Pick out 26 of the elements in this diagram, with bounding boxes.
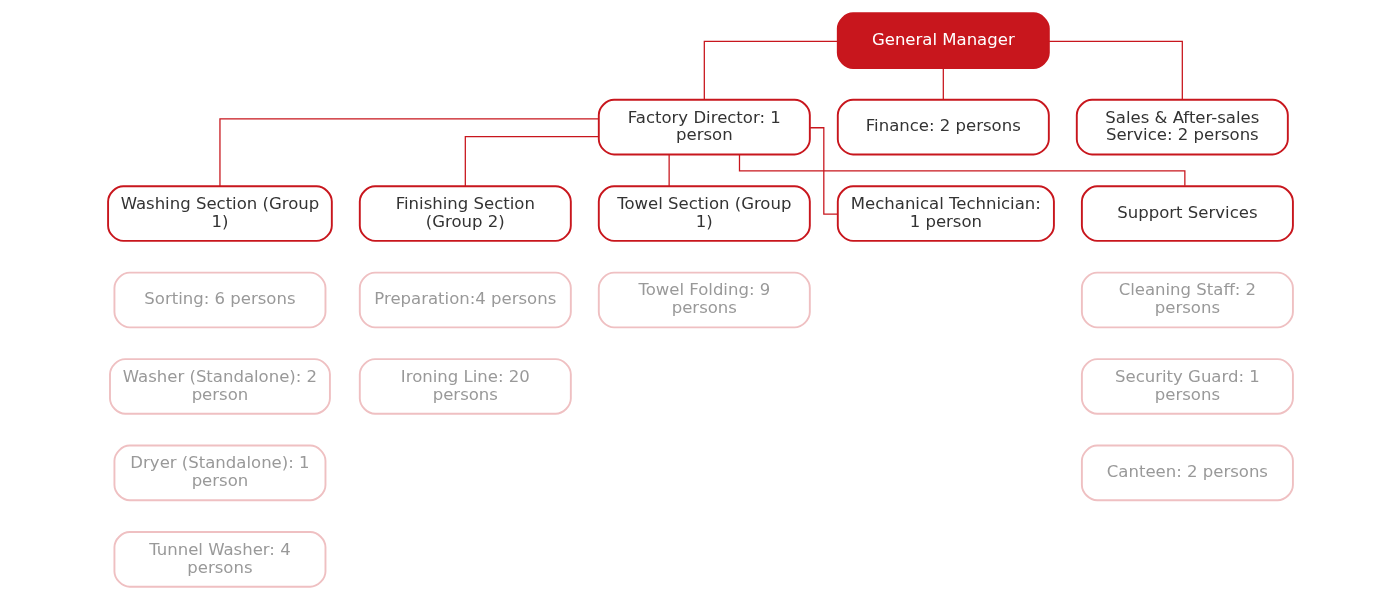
node-box: Mechanical Technician: 1 person <box>836 185 1055 242</box>
node-box: Canteen: 2 persons <box>1080 444 1294 502</box>
node-box: Security Guard: 1 persons <box>1080 358 1294 415</box>
connector <box>218 118 599 187</box>
connector <box>1047 40 1183 101</box>
connector <box>464 136 599 187</box>
node-box: Washer (Standalone): 2 person <box>108 358 331 415</box>
node-box: Washing Section (Group 1) <box>106 185 333 242</box>
connector <box>703 40 838 101</box>
node-box: Finance: 2 persons <box>836 98 1050 156</box>
node-box: General Manager <box>836 12 1050 69</box>
node-box: Ironing Line: 20 persons <box>358 358 572 415</box>
node-box: Towel Section (Group 1) <box>597 185 811 242</box>
connector <box>942 67 944 101</box>
node-box: Sales & After-sales Service: 2 persons <box>1075 98 1289 156</box>
node-box: Factory Director: 1 person <box>597 98 811 156</box>
node-box: Towel Folding: 9 persons <box>597 271 811 329</box>
node-box: Preparation:4 persons <box>358 271 572 329</box>
node-box: Sorting: 6 persons <box>113 271 326 329</box>
node-box: Cleaning Staff: 2 persons <box>1080 271 1294 329</box>
node-box: Finishing Section (Group 2) <box>358 185 572 242</box>
connector <box>668 153 670 187</box>
node-box: Support Services <box>1080 185 1294 242</box>
node-box: Dryer (Standalone): 1 person <box>113 444 326 502</box>
node-box: Tunnel Washer: 4 persons <box>113 531 326 588</box>
connector <box>808 127 838 215</box>
